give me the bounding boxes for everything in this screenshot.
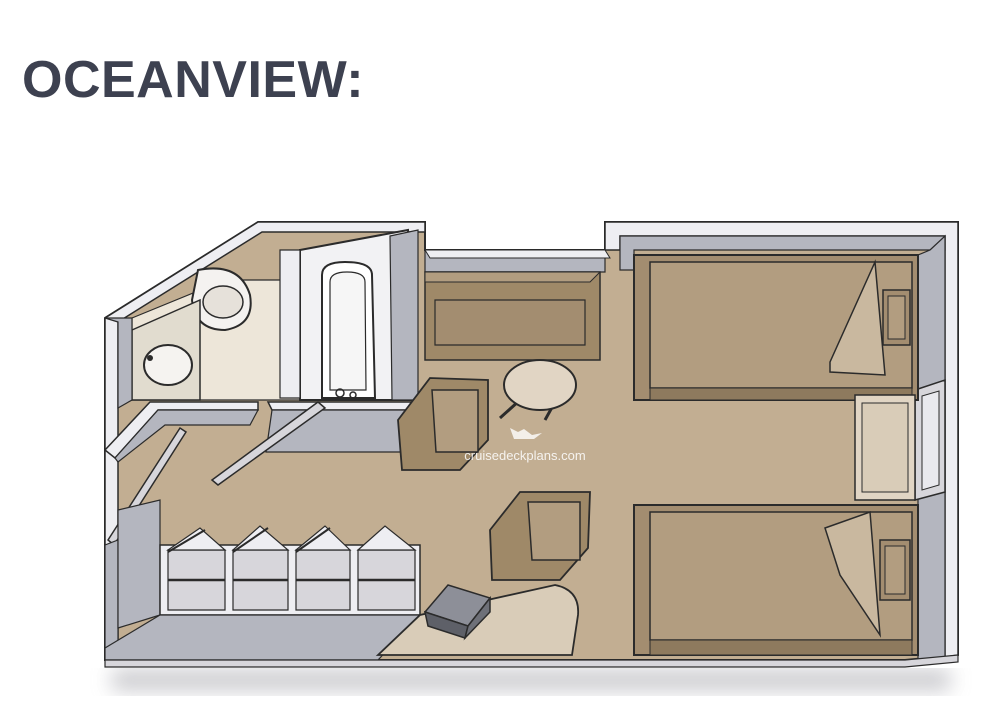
- cabin-shadow: [112, 670, 950, 690]
- shower-wall-right: [389, 229, 419, 401]
- armchair-upper-icon: [397, 377, 489, 471]
- bathtub-icon: [321, 260, 377, 399]
- desk-top: [424, 271, 602, 283]
- bathroom-door: [210, 401, 327, 486]
- watermark: cruisedeckplans.com: [464, 428, 586, 463]
- bath-front-wall-right: [266, 401, 421, 411]
- bath-divider-wall: [279, 249, 301, 399]
- closet-bottom-wall: [104, 614, 422, 661]
- bed-upper-icon: [633, 254, 919, 401]
- nightstand-face: [861, 402, 909, 493]
- side-table-icon: [423, 584, 492, 641]
- bed-lower-icon: [633, 504, 919, 656]
- page-title: OCEANVIEW:: [22, 51, 365, 109]
- desk-drawer: [434, 299, 586, 346]
- corridor-wall-top: [424, 249, 611, 259]
- sink-icon: [143, 344, 193, 386]
- bath-left-wall: [104, 317, 133, 410]
- bath-front-wall-left-face: [114, 409, 259, 463]
- bottom-wall: [104, 654, 959, 668]
- closet-units: [166, 525, 417, 611]
- toilet-icon: [190, 267, 252, 332]
- svg-text:cruisedeckplans.com: cruisedeckplans.com: [464, 448, 585, 463]
- closet-side-wall: [117, 499, 161, 629]
- window-pane: [921, 390, 940, 491]
- round-table-icon: [498, 359, 577, 421]
- cabin-floorplan: cruisedeckplans.com: [103, 221, 959, 690]
- armchair-lower-icon: [489, 491, 591, 581]
